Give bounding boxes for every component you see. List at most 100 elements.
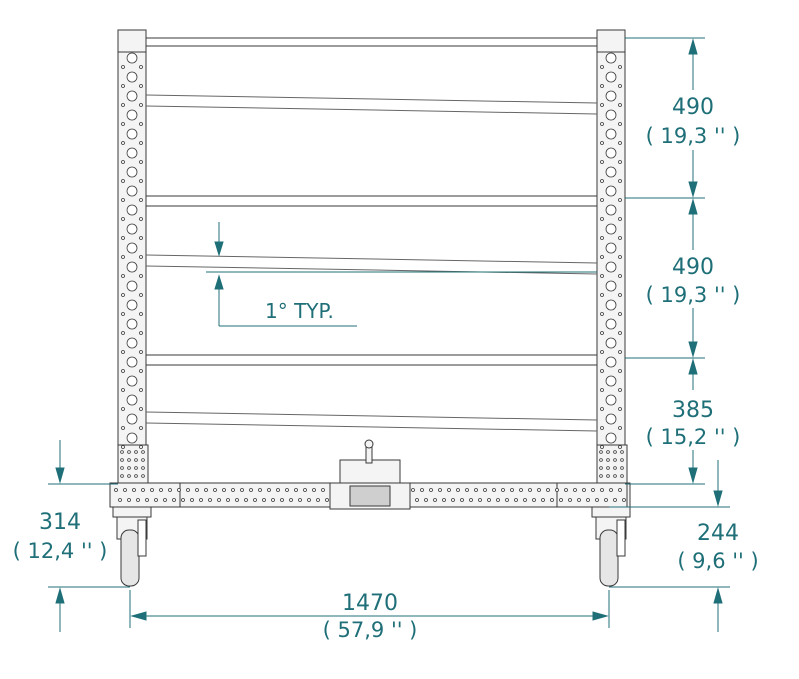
beam-hole	[568, 498, 572, 502]
beam-hole	[190, 498, 194, 502]
beam-hole	[604, 498, 608, 502]
beam-hole	[258, 488, 262, 492]
plate-hole	[613, 474, 617, 478]
post-hole	[126, 432, 138, 444]
beam-hole	[420, 488, 424, 492]
plate-hole	[606, 474, 610, 478]
beam-hole	[226, 498, 230, 502]
beam-hole	[181, 498, 185, 502]
post-hole	[126, 147, 138, 159]
post-hole	[605, 71, 617, 83]
post-hole-small	[139, 255, 143, 259]
beam-hole	[537, 488, 541, 492]
beam-hole	[244, 498, 248, 502]
post-hole-small	[121, 198, 125, 202]
post-hole-small	[618, 312, 622, 316]
beam-hole	[231, 488, 235, 492]
post-hole-small	[600, 236, 604, 240]
post-hole-small	[121, 388, 125, 392]
post-hole-small	[618, 369, 622, 373]
beam-hole	[591, 488, 595, 492]
post-hole	[605, 166, 617, 178]
post-hole-small	[121, 369, 125, 373]
post-hole-small	[600, 407, 604, 411]
post-hole-small	[600, 84, 604, 88]
post-hole	[605, 318, 617, 330]
post-hole-small	[600, 65, 604, 69]
plate-hole	[120, 466, 124, 470]
plate-hole	[127, 474, 131, 478]
base-left-plate	[109, 482, 181, 508]
beam-hole	[114, 488, 118, 492]
post-hole-small	[600, 141, 604, 145]
post-holes	[114, 52, 626, 502]
post-hole	[605, 261, 617, 273]
beam-hole	[618, 488, 622, 492]
post-hole-small	[121, 65, 125, 69]
plate-hole	[134, 466, 138, 470]
post-hole-small	[121, 350, 125, 354]
post-hole-small	[139, 388, 143, 392]
beam-hole	[127, 498, 131, 502]
cart-frame	[109, 29, 631, 508]
shelves	[145, 37, 598, 432]
post-hole	[126, 185, 138, 197]
post-hole-small	[121, 236, 125, 240]
post-hole-small	[139, 160, 143, 164]
post-hole-small	[618, 84, 622, 88]
post-hole-small	[139, 445, 143, 449]
right-caster	[591, 506, 631, 587]
beam-hole	[415, 498, 419, 502]
dimension-labels: 490 ( 19,3 '' ) 490 ( 19,3 '' ) 385 ( 15…	[13, 95, 759, 642]
post-hole	[126, 299, 138, 311]
post-hole-small	[600, 217, 604, 221]
beam-hole	[460, 498, 464, 502]
post-hole-small	[618, 274, 622, 278]
beam-hole	[267, 488, 271, 492]
post-hole-small	[618, 350, 622, 354]
beam-hole	[159, 488, 163, 492]
beam-hole	[276, 488, 280, 492]
dimension-lines	[48, 37, 730, 632]
dim-shelf1-value: 490	[672, 95, 714, 120]
tow-hitch	[329, 439, 411, 510]
beam-hole	[523, 498, 527, 502]
post-hole	[126, 318, 138, 330]
post-hole	[126, 242, 138, 254]
beam-hole	[469, 498, 473, 502]
post-hole-small	[618, 160, 622, 164]
plate-hole	[620, 458, 624, 462]
beam-hole	[163, 498, 167, 502]
post-hole	[605, 337, 617, 349]
post-hole	[126, 337, 138, 349]
top-right-bracket	[596, 29, 626, 53]
post-hole-small	[600, 274, 604, 278]
plate-hole	[620, 466, 624, 470]
beam-hole	[123, 488, 127, 492]
dim-bottom-right-imperial: ( 9,6 '' )	[677, 549, 758, 573]
plate-hole	[141, 466, 145, 470]
beam-hole	[136, 498, 140, 502]
post-hole-small	[139, 122, 143, 126]
post-hole	[126, 356, 138, 368]
beam-hole	[501, 488, 505, 492]
post-hole-small	[618, 141, 622, 145]
beam-hole	[132, 488, 136, 492]
post-hole-small	[139, 293, 143, 297]
beam-hole	[577, 498, 581, 502]
plate-hole	[599, 474, 603, 478]
post-hole-small	[121, 407, 125, 411]
plate-hole	[141, 474, 145, 478]
beam-hole	[307, 498, 311, 502]
dim-shelf2-imperial: ( 19,3 '' )	[646, 283, 741, 307]
beam-hole	[154, 498, 158, 502]
post-hole-small	[139, 369, 143, 373]
post-hole-small	[600, 331, 604, 335]
plate-hole	[141, 458, 145, 462]
beam-hole	[321, 488, 325, 492]
post-hole	[605, 242, 617, 254]
post-hole	[605, 413, 617, 425]
beam-hole	[451, 498, 455, 502]
beam-hole	[280, 498, 284, 502]
dim-width-value: 1470	[342, 591, 398, 616]
